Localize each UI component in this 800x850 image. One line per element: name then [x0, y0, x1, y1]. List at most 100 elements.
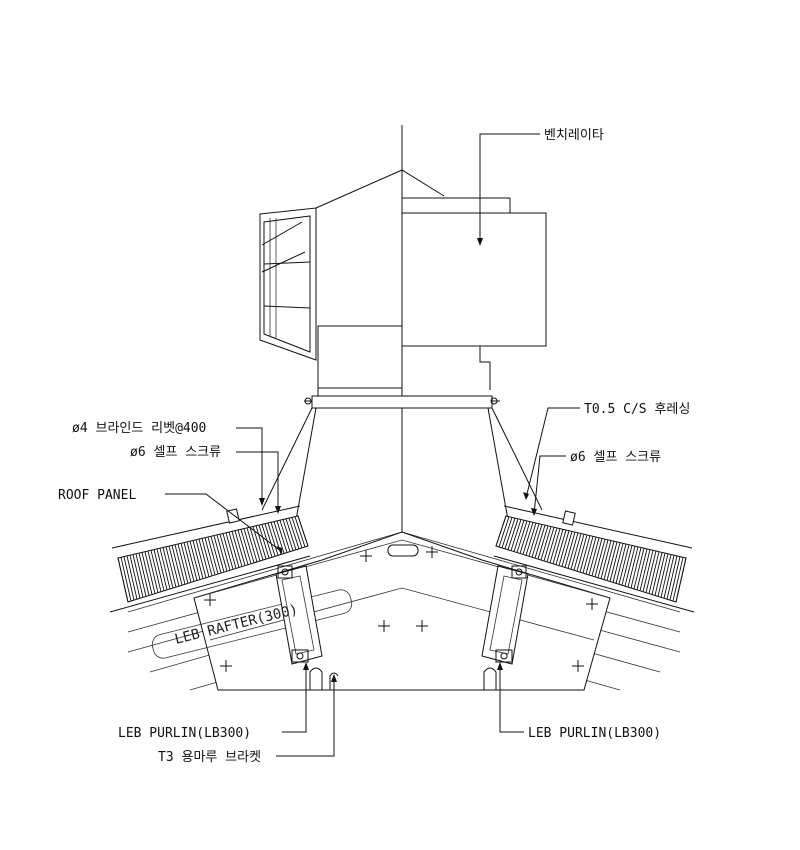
hatch-line [213, 535, 225, 573]
leader-lines [165, 133, 580, 757]
label-bracket: T3 용마루 브라켓 [158, 750, 261, 765]
hatch-line [198, 538, 210, 577]
hatch-line [507, 518, 519, 550]
hatch-line [675, 557, 687, 603]
hatch-line [606, 541, 618, 581]
hatch-line [195, 539, 207, 578]
hatch-line [171, 545, 183, 586]
hatch-line [291, 517, 303, 549]
label-ventilator: 벤치레이타 [544, 128, 604, 143]
hatch-line [612, 543, 624, 583]
hatch-line [147, 550, 159, 593]
hatch-line [183, 542, 195, 582]
hatch-line [159, 548, 171, 590]
hatch-line [495, 515, 507, 547]
hatch-line [576, 534, 588, 572]
hatch-line [615, 543, 627, 584]
hatch-line [186, 541, 198, 581]
hatch-line [180, 543, 192, 583]
purlin-left [275, 565, 323, 665]
label-roof-panel: ROOF PANEL [58, 488, 136, 503]
hatch-line [540, 526, 552, 561]
hatch-line [597, 539, 609, 578]
hatch-line [591, 538, 603, 576]
hatch-line [165, 546, 177, 588]
label-flashing: T0.5 C/S 후레싱 [584, 402, 690, 417]
hatch-line [207, 536, 219, 575]
roof-panel-left [109, 505, 311, 613]
hatch-line [255, 525, 267, 560]
hatch-line [132, 554, 144, 598]
hatch-line [660, 554, 672, 598]
label-purlin-right: LEB PURLIN(LB300) [528, 726, 661, 741]
hatch-line [168, 545, 180, 587]
hatch-line [669, 556, 681, 601]
hatch-line [288, 517, 300, 549]
hatch-line [150, 550, 162, 592]
ridge-brackets [309, 667, 497, 690]
hatch-line [651, 552, 663, 595]
hatch-line [627, 546, 639, 588]
hatch-line [174, 544, 186, 585]
hatch-line [153, 549, 165, 591]
hatch-line [273, 521, 285, 554]
hatch-line [210, 536, 222, 574]
hatch-line [267, 522, 279, 556]
hatch-line [297, 515, 309, 547]
hatch-line [666, 555, 678, 600]
hatch-line [624, 545, 636, 587]
hatch-line [231, 531, 243, 567]
hatch-line [498, 516, 510, 548]
hatch-line [201, 538, 213, 576]
hatch-line [522, 522, 534, 555]
hatch-line [144, 551, 156, 594]
hatch-line [282, 519, 294, 551]
hatch-line [561, 531, 573, 567]
hatch-line [636, 548, 648, 590]
hatch-line [294, 516, 306, 548]
hatch-line [189, 541, 201, 580]
hatch-line [552, 529, 564, 564]
hatch-line [120, 557, 132, 602]
hatch-line [573, 534, 585, 571]
hatch-line [246, 527, 258, 562]
hatch-line [228, 531, 240, 568]
hatch-line [543, 527, 555, 562]
hatch-line [285, 518, 297, 550]
hatch-line [555, 529, 567, 565]
hatch-line [564, 531, 576, 568]
hatch-line [648, 551, 660, 594]
hatch-line [264, 523, 276, 557]
hatch-line [639, 549, 651, 591]
hatch-line [243, 528, 255, 563]
hatch-line [138, 552, 150, 596]
roof-panel-right [493, 505, 695, 613]
hatch-line [237, 529, 249, 565]
hatch-line [510, 519, 522, 551]
hatch-line [531, 524, 543, 558]
hatch-line [621, 545, 633, 586]
hatch-line [570, 533, 582, 570]
hatch-line [513, 520, 525, 552]
hatch-line [222, 533, 234, 570]
hatch-line [567, 532, 579, 569]
hatch-line [654, 552, 666, 596]
hatch-line [549, 528, 561, 563]
label-screw-right: ø6 셀프 스크류 [570, 450, 661, 465]
hatch-line [219, 534, 231, 571]
hatch-line [585, 536, 597, 575]
label-purlin-left: LEB PURLIN(LB300) [118, 726, 251, 741]
hatch-line [126, 555, 138, 600]
hatch-line [630, 547, 642, 589]
hatch-line [582, 536, 594, 574]
hatch-line [252, 526, 264, 561]
hatch-line [546, 527, 558, 562]
hatch-line [642, 550, 654, 592]
hatch-line [609, 542, 621, 582]
hatch-line [501, 517, 513, 549]
hatch-line [558, 530, 570, 566]
hatch-line [162, 547, 174, 589]
flashing-sheet [261, 407, 543, 521]
hatch-line [117, 557, 129, 603]
hatch-line [177, 543, 189, 584]
